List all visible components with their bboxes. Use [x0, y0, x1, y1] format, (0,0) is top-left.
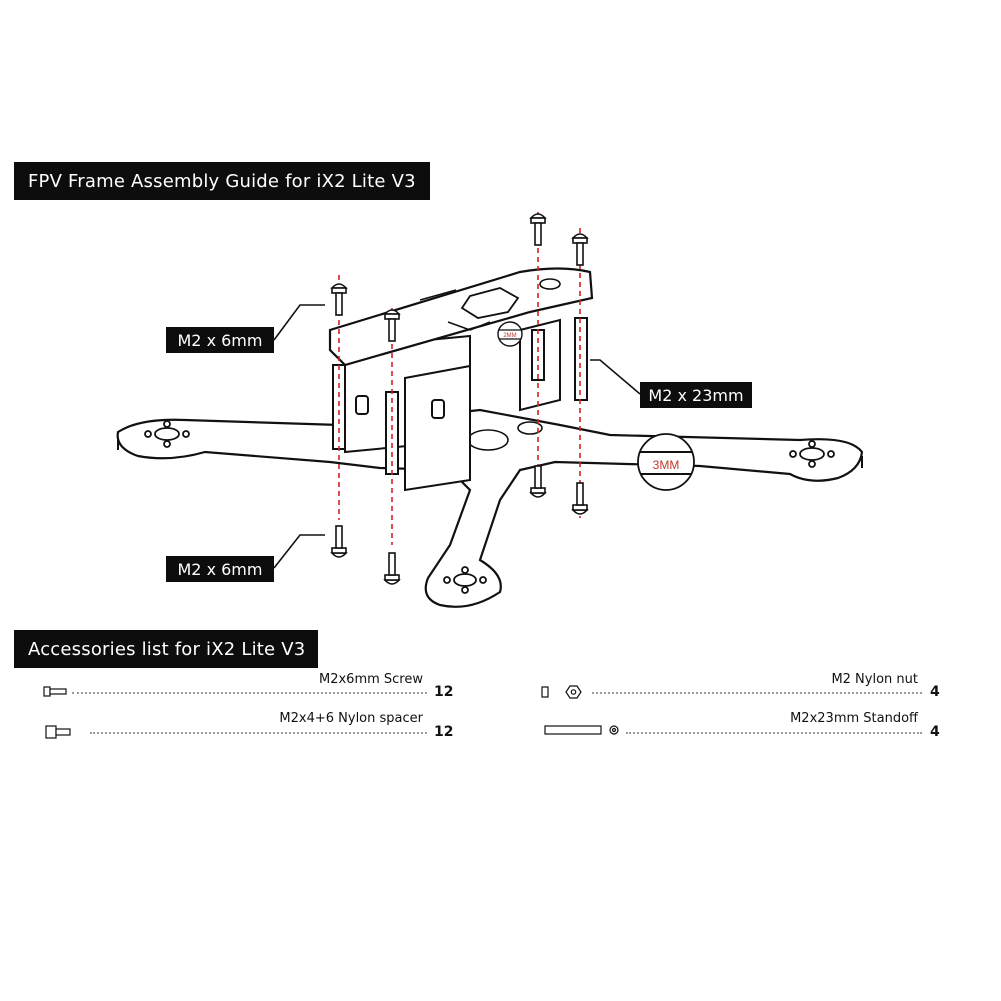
callout-leaders	[273, 304, 641, 569]
standoffs	[332, 317, 588, 475]
callout-standoff-text: M2 x 23mm	[648, 385, 744, 405]
callout-standoff: M2 x 23mm	[640, 382, 752, 408]
dotted-leader	[592, 692, 922, 694]
accessories-heading-text: Accessories list for iX2 Lite V3	[28, 638, 306, 660]
accessory-qty: 4	[930, 724, 940, 740]
accessory-name: M2 Nylon nut	[831, 672, 918, 687]
screw-icon	[331, 525, 347, 558]
page-title-text: FPV Frame Assembly Guide for iX2 Lite V3	[28, 170, 416, 192]
dotted-leader	[90, 732, 427, 734]
motor-mount-rear	[443, 566, 487, 594]
screw-icon	[43, 686, 67, 697]
thickness-magnifier-large: 3MM	[637, 433, 695, 491]
callout-screw-bottom: M2 x 6mm	[166, 556, 274, 582]
thickness-label-2mm: 2MM	[503, 333, 516, 339]
dotted-leader	[72, 692, 427, 694]
thickness-label-3mm: 3MM	[653, 458, 680, 472]
accessories-heading: Accessories list for iX2 Lite V3	[14, 630, 318, 668]
screw-icon	[331, 283, 347, 316]
callout-screw-bottom-text: M2 x 6mm	[177, 559, 263, 579]
accessory-qty: 4	[930, 684, 940, 700]
standoff-icon	[544, 725, 619, 735]
screw-icon	[572, 482, 588, 515]
accessory-qty: 12	[434, 724, 454, 740]
accessory-name: M2x23mm Standoff	[790, 711, 918, 726]
nylon-spacer-icon	[45, 725, 71, 739]
screw-icon	[384, 552, 400, 585]
screw-icon	[530, 465, 546, 498]
motor-mount-right	[789, 440, 835, 468]
screw-icon	[572, 233, 588, 266]
dotted-leader	[626, 732, 922, 734]
accessory-qty: 12	[434, 684, 454, 700]
screw-icon	[530, 213, 546, 246]
motor-mount-left	[144, 420, 190, 448]
accessory-name: M2x4+6 Nylon spacer	[279, 711, 423, 726]
nylon-nut-icon	[541, 685, 582, 699]
alignment-guides	[338, 212, 581, 545]
page-title: FPV Frame Assembly Guide for iX2 Lite V3	[14, 162, 430, 200]
accessory-name: M2x6mm Screw	[319, 672, 423, 687]
callout-screw-top-text: M2 x 6mm	[177, 330, 263, 350]
callout-screw-top: M2 x 6mm	[166, 327, 274, 353]
thickness-magnifier-small: 2MM	[497, 321, 523, 347]
